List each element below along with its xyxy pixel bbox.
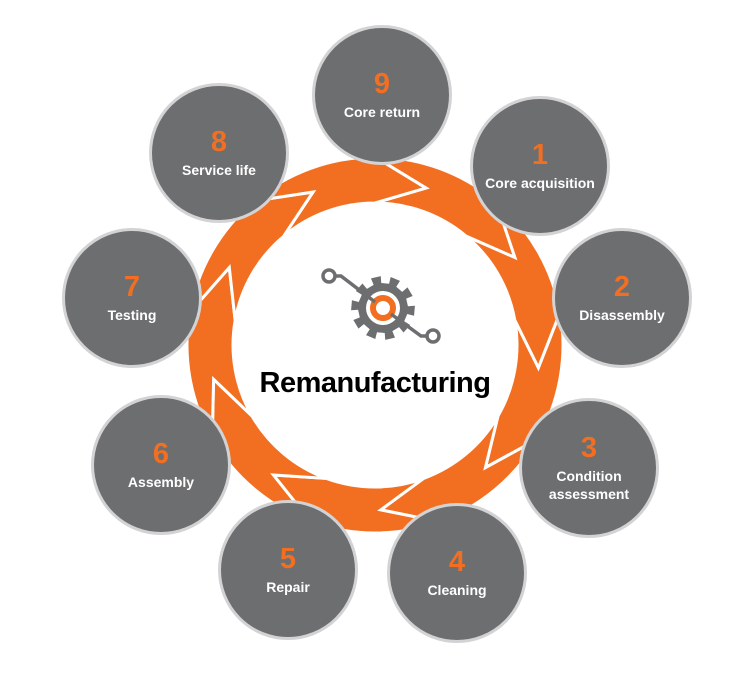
step-number: 4 <box>448 546 466 578</box>
ring-arrow-segment <box>249 155 430 238</box>
step-number: 7 <box>123 271 141 303</box>
step-repair: 5 Repair <box>218 500 358 640</box>
step-number: 5 <box>279 543 297 575</box>
diagram-title: Remanufacturing <box>259 367 491 399</box>
step-label: Cleaning <box>427 582 487 598</box>
step-cleaning: 4 Cleaning <box>387 503 527 643</box>
step-label: Service life <box>182 162 256 178</box>
step-core-acquisition: 1 Core acquisition <box>470 96 610 236</box>
step-assembly: 6 Assembly <box>91 395 231 535</box>
step-number: 8 <box>210 126 228 158</box>
circuit-node <box>425 328 441 344</box>
step-label: Testing <box>107 307 157 323</box>
step-label: Core return <box>343 104 421 120</box>
step-disassembly: 2 Disassembly <box>552 228 692 368</box>
step-number: 1 <box>531 139 549 171</box>
step-label: Condition assessment <box>548 468 630 502</box>
step-number: 3 <box>580 432 598 464</box>
step-condition-assessment: 3 Condition assessment <box>519 398 659 538</box>
step-number: 2 <box>613 271 631 303</box>
step-label: Core acquisition <box>485 175 595 191</box>
circuit-node <box>321 268 337 284</box>
step-number: 9 <box>373 68 391 100</box>
step-service-life: 8 Service life <box>149 83 289 223</box>
step-number: 6 <box>152 438 170 470</box>
step-testing: 7 Testing <box>62 228 202 368</box>
gear-circuit-icon <box>321 268 441 344</box>
step-label: Disassembly <box>579 307 665 323</box>
step-core-return: 9 Core return <box>312 25 452 165</box>
step-label: Repair <box>266 579 310 595</box>
gear-center-ring <box>370 295 396 321</box>
step-label: Assembly <box>127 474 195 490</box>
